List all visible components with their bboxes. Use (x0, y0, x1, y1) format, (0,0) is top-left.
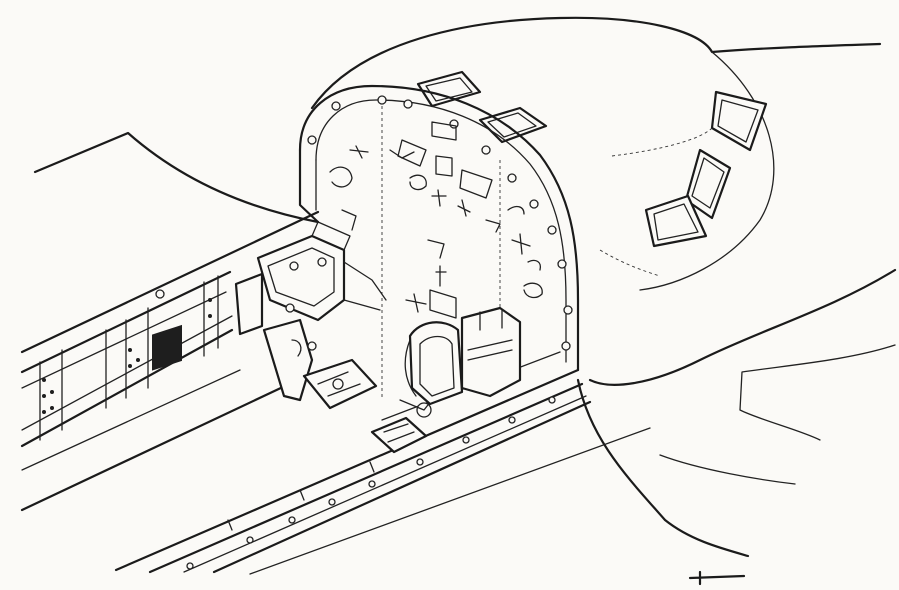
canopy-windows (644, 90, 768, 248)
fuselage-seam-lower (599, 249, 661, 277)
canopy-window-2-inner (691, 157, 725, 209)
fuselage-seam-right (611, 127, 713, 157)
canopy-window-1-inner (717, 99, 759, 143)
bottom-edge-marks (688, 570, 746, 586)
canopy-window-2 (684, 148, 732, 220)
left-floor-seam (21, 369, 241, 471)
left-floor-edge (20, 376, 304, 512)
bulkhead-rivets (307, 95, 573, 351)
fuselage-right-contour (588, 268, 897, 386)
dark-inspection-panel (152, 324, 182, 371)
canopy-side-contour (639, 51, 775, 291)
left-wing-skin-outline (33, 131, 320, 224)
cockpit-floor-rails (114, 351, 651, 575)
top-hatch-2-inner (487, 112, 537, 138)
left-longeron-structure (20, 210, 320, 448)
fuselage-lower-right-edge (659, 454, 796, 485)
canopy-outline (310, 16, 882, 110)
fuselage-right-step (739, 344, 896, 441)
fuselage-lower-flank (576, 378, 750, 558)
canopy-window-3-inner (653, 203, 699, 241)
top-hatch-1-inner (425, 77, 473, 102)
bulkhead-left-edge (298, 148, 320, 224)
bulkhead-outer-frame (298, 84, 580, 372)
bulkhead-fittings (329, 121, 543, 319)
seat-bracket-assembly (234, 221, 387, 410)
bulkhead-inner-frame (315, 99, 567, 363)
armoured-seat-back (408, 306, 522, 406)
canopy-window-1 (710, 90, 768, 152)
